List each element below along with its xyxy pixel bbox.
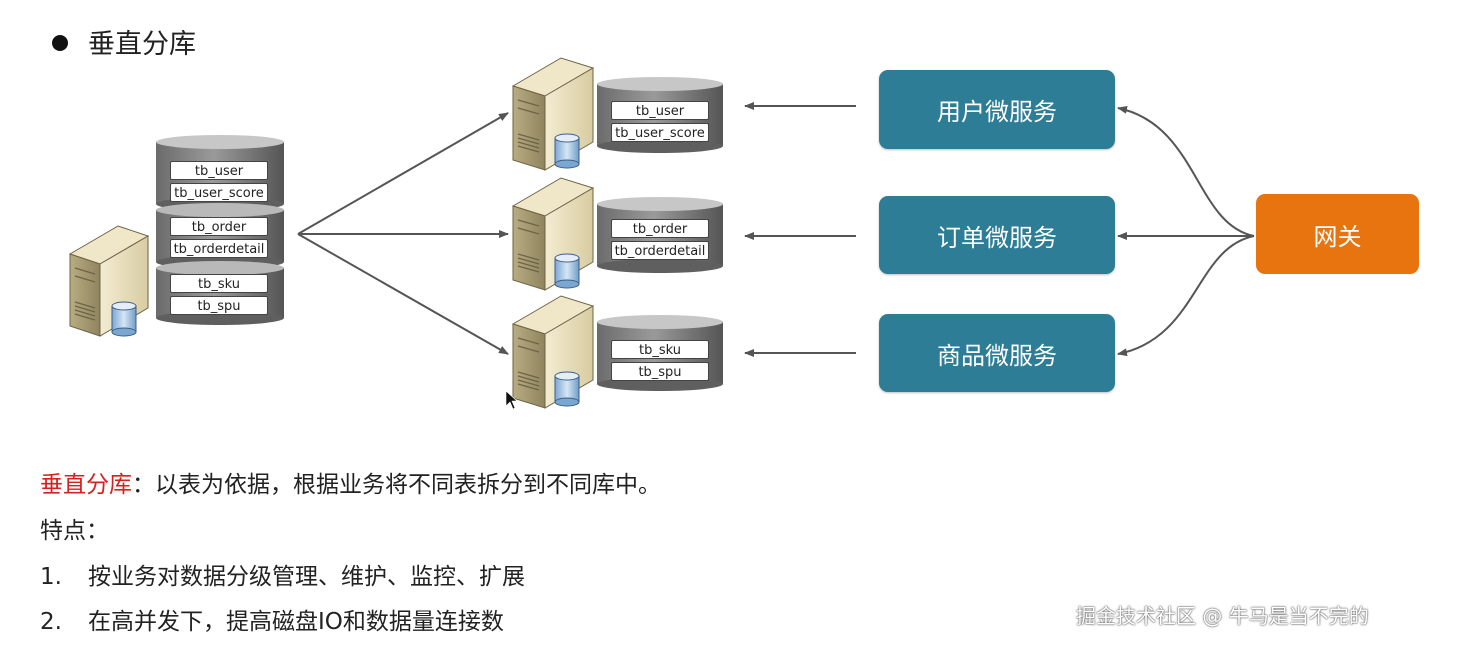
shard1-table-tb-user: tb_user <box>611 101 709 120</box>
left-table-tb-user: tb_user <box>170 161 268 180</box>
left-table-tb-spu: tb_spu <box>170 296 268 315</box>
mini-db-icon <box>554 253 580 289</box>
bullet-icon <box>52 34 68 51</box>
definition-text: ：以表为依据，根据业务将不同表拆分到不同库中。 <box>132 472 661 498</box>
shard2-table-tb-order: tb_order <box>611 219 709 238</box>
left-table-tb-user-score: tb_user_score <box>170 183 268 202</box>
feature-item-2: 2. 在高并发下，提高磁盘IO和数据量连接数 <box>40 602 504 636</box>
gateway-arrows <box>1117 105 1255 357</box>
gateway-to-product-arrow <box>1117 235 1255 357</box>
left-table-tb-orderdetail: tb_orderdetail <box>170 239 268 258</box>
watermark: 掘金技术社区 @ 牛马是当不完的 <box>1076 604 1369 628</box>
definition-highlight: 垂直分库 <box>40 472 132 498</box>
arrow-to-shard-1 <box>297 112 509 235</box>
shard2-table-tb-orderdetail: tb_orderdetail <box>611 241 709 260</box>
mini-db-icon <box>554 371 580 407</box>
mini-db-icon <box>111 301 137 337</box>
server-icon <box>68 225 150 337</box>
arrow-to-shard-3 <box>297 233 509 355</box>
user-service-box: 用户微服务 <box>879 70 1115 149</box>
feature-text: 在高并发下，提高磁盘IO和数据量连接数 <box>88 609 504 635</box>
left-table-tb-sku: tb_sku <box>170 274 268 293</box>
left-table-tb-order: tb_order <box>170 217 268 236</box>
shard3-table-tb-sku: tb_sku <box>611 340 709 359</box>
features-label: 特点： <box>40 518 109 544</box>
gateway-to-user-arrow <box>1117 105 1255 237</box>
server-icon <box>511 295 595 409</box>
shard3-table-tb-spu: tb_spu <box>611 362 709 381</box>
feature-text: 按业务对数据分级管理、维护、监控、扩展 <box>88 564 525 590</box>
shard1-table-tb-user-score: tb_user_score <box>611 123 709 142</box>
section-title: 垂直分库 <box>52 22 196 61</box>
product-service-box: 商品微服务 <box>879 314 1115 392</box>
feature-item-1: 1. 按业务对数据分级管理、维护、监控、扩展 <box>40 557 525 591</box>
gateway-box: 网关 <box>1256 194 1419 274</box>
feature-number: 2. <box>40 609 62 635</box>
server-icon <box>511 57 595 171</box>
service-arrows <box>744 102 856 357</box>
mini-db-icon <box>554 133 580 169</box>
definition-line: 垂直分库：以表为依据，根据业务将不同表拆分到不同库中。 <box>40 465 661 499</box>
feature-number: 1. <box>40 564 62 590</box>
mouse-cursor-icon <box>505 390 518 410</box>
server-icon <box>511 177 595 291</box>
order-service-box: 订单微服务 <box>879 196 1115 274</box>
fanout-arrows <box>297 112 509 355</box>
title-text: 垂直分库 <box>88 29 196 60</box>
